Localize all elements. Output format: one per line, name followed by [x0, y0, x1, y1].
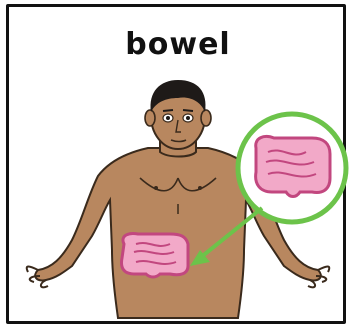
intestine-icon — [122, 233, 189, 277]
zoom-inset — [238, 114, 346, 222]
intestine-icon — [256, 136, 330, 196]
head — [145, 80, 211, 149]
